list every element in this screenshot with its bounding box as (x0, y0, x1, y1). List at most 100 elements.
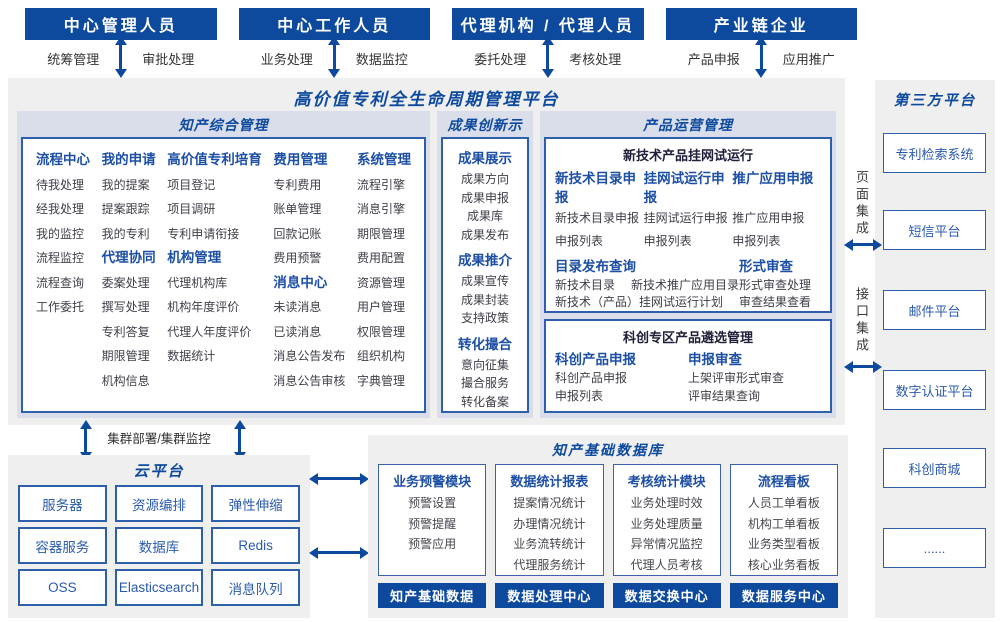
menu-item: 转化备案 (460, 394, 509, 409)
menu-item: 权限管理 (356, 324, 405, 339)
group-header: 消息中心 (273, 274, 328, 290)
module-box: 数据统计报表提案情况统计办理情况统计业务流转统计代理服务统计 (495, 464, 604, 576)
catalog-row: 新技术目录新技术推广应用目录 (555, 277, 739, 294)
platform-panel: 高价值专利全生命周期管理平台 知产综合管理 流程中心待我处理经我处理我的监控流程… (8, 78, 845, 425)
role-action-label: 业务处理 (260, 51, 313, 67)
group-header: 流程看板 (757, 474, 810, 489)
ip-menu-column: 流程中心待我处理经我处理我的监控流程监控流程查询工作委托 (36, 148, 90, 402)
menu-item: 委案处理 (101, 275, 150, 290)
menu-item: 流程监控 (36, 251, 85, 265)
updown-arrow-icon (759, 44, 763, 70)
menu-item: 机构信息 (101, 373, 150, 388)
cloud-service-box: 服务器 (18, 485, 107, 522)
menu-item: 预警应用 (408, 537, 457, 551)
menu-item: 人员工单看板 (747, 496, 820, 510)
group-header: 成果展示 (458, 151, 512, 166)
role-title: 中心管理人员 (25, 8, 217, 40)
platform-title: 高价值专利全生命周期管理平台 (293, 90, 560, 109)
menu-item: 未读消息 (273, 300, 322, 314)
cloud-platform-title: 云平台 (133, 463, 185, 480)
platform-sections: 知产综合管理 流程中心待我处理经我处理我的监控流程监控流程查询工作委托我的申请我… (17, 111, 836, 418)
menu-item: 流程引擎 (356, 177, 405, 192)
menu-item: 推广应用申报 (732, 211, 805, 225)
menu-item: 期限管理 (101, 349, 150, 363)
catalog-query-group: 目录发布查询 新技术目录新技术推广应用目录新技术（产品）挂网试运行计划 (555, 256, 739, 311)
cloud-service-box: 消息队列 (211, 569, 300, 606)
role-group: 中心工作人员业务处理 数据监控 (238, 8, 430, 76)
role-group: 产业链企业产品申报应用推广 (665, 8, 857, 76)
database-module: 业务预警模块预警设置预警提醒预警应用知产基础数据 (378, 464, 487, 608)
menu-item: 挂网试运行申报 (643, 211, 728, 225)
module-box: 考核统计模块业务处理时效业务处理质量异常情况监控代理人员考核 (612, 464, 721, 576)
group-header: 成果推介 (458, 253, 512, 268)
menu-item: 回款记账 (273, 226, 322, 241)
module-box: 流程看板人员工单看板机构工单看板业务类型看板核心业务看板 (729, 464, 838, 576)
sci-innovation-box: 科创专区产品遴选管理 科创产品申报科创产品申报申报列表申报审查上架评审形式审查评… (544, 319, 832, 413)
third-party-box: 短信平台 (883, 210, 986, 250)
menu-item: 代理机构库 (167, 275, 228, 290)
leftright-arrow-icon (317, 551, 361, 554)
new-tech-trial-title: 新技术产品挂网试运行 (622, 148, 753, 163)
sci-group: 申报审查上架评审形式审查评审结果查询 (688, 349, 821, 405)
menu-item: 新技术目录 (555, 278, 616, 292)
menu-item: 费用配置 (356, 251, 405, 265)
role-group: 代理机构 / 代理人员委托处理考核处理 (452, 8, 644, 76)
menu-item: 专利申请衔接 (167, 226, 240, 241)
menu-item: 项目登记 (167, 177, 216, 192)
role-action-label: 应用推广 (782, 51, 835, 67)
section-product-ops: 产品运营管理 新技术产品挂网试运行 新技术目录申报新技术目录申报申报列表挂网试运… (540, 111, 836, 418)
role-action-label: 数据监控 (355, 51, 408, 67)
formal-review-items: 形式审查处理审查结果查看 (739, 277, 821, 311)
section-ip-title: 知产综合管理 (178, 117, 269, 133)
third-party-box: ...... (883, 528, 986, 568)
page-integration-label: 页面集成 (854, 170, 869, 238)
menu-item: 成果申报 (460, 190, 509, 205)
menu-item: 消息引擎 (356, 202, 405, 216)
menu-item: 工作委托 (36, 300, 85, 314)
menu-item: 机构年度评价 (167, 300, 240, 314)
group-header: 考核统计模块 (627, 474, 706, 489)
menu-item: 提案情况统计 (513, 496, 586, 510)
menu-item: 待我处理 (36, 177, 85, 192)
cloud-service-box: 数据库 (114, 527, 204, 564)
third-party-box: 数字认证平台 (883, 370, 986, 410)
data-center-button: 数据交换中心 (612, 583, 721, 608)
cloud-service-box: 弹性伸缩 (211, 485, 300, 522)
group-header: 业务预警模块 (393, 474, 472, 489)
group-header: 代理协同 (101, 250, 156, 265)
section-product-ops-title: 产品运营管理 (643, 117, 733, 133)
declaration-group: 新技术目录申报新技术目录申报申报列表 (555, 169, 644, 253)
role-title: 中心工作人员 (238, 8, 430, 40)
leftright-arrow-icon (317, 477, 361, 480)
menu-item: 消息公告发布 (273, 349, 346, 363)
menu-item: 字典管理 (356, 373, 405, 388)
declaration-group: 挂网试运行申报挂网试运行申报申报列表 (644, 169, 733, 253)
menu-item: 业务流转统计 (513, 537, 586, 551)
menu-item: 代理人年度评价 (167, 324, 252, 339)
menu-item: 代理服务统计 (513, 557, 586, 572)
menu-item: 业务处理质量 (630, 516, 703, 531)
sci-group: 科创产品申报科创产品申报申报列表 (555, 349, 688, 405)
ip-menu-column: 我的申请我的提案提案跟踪我的专利代理协同委案处理撰写处理专利答复期限管理机构信息 (102, 148, 156, 402)
top-roles: 中心管理人员统筹管理审批处理中心工作人员业务处理数据监控代理机构 / 代理人员委… (25, 8, 857, 76)
role-subrow: 委托处理考核处理 (452, 40, 644, 76)
menu-item: 撮合服务 (460, 376, 509, 390)
sci-innovation-title: 科创专区产品遴选管理 (622, 330, 753, 345)
menu-item: 经我处理 (36, 202, 85, 216)
menu-item: 预警提醒 (408, 516, 457, 531)
menu-item: 办理情况统计 (513, 516, 586, 531)
menu-item: 我的提案 (101, 177, 150, 192)
updown-arrow-icon (119, 44, 123, 70)
group-header: 申报审查 (688, 352, 742, 367)
data-center-button: 知产基础数据 (378, 583, 487, 608)
ip-menu-column: 高价值专利培育项目登记项目调研专利申请衔接机构管理代理机构库机构年度评价代理人年… (167, 148, 262, 402)
menu-item: 撰写处理 (101, 300, 150, 314)
ip-menu-column: 系统管理流程引擎消息引擎期限管理费用配置资源管理用户管理权限管理组织机构字典管理 (357, 148, 411, 402)
cloud-service-box: OSS (18, 569, 107, 606)
updown-arrow-icon (546, 44, 550, 70)
menu-item: 申报列表 (555, 388, 604, 403)
section-achievement-title: 成果创新示范 (447, 117, 523, 157)
third-party-title: 第三方平台 (893, 93, 977, 109)
